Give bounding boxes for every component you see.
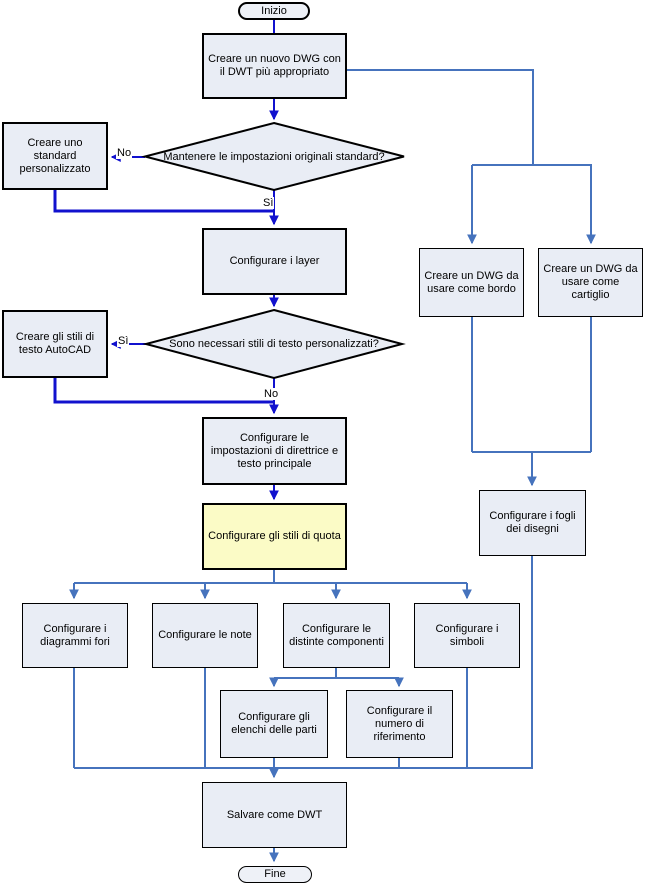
decision-custom-text-styles-shape (142, 308, 406, 380)
process-balloons: Configurare il numero di riferimento (346, 690, 453, 758)
decision-keep-standard: Mantenere le impostazioni originali stan… (163, 150, 385, 163)
edge-custom-standard-merge (53, 190, 275, 213)
edge-label-d1-yes: Sì (262, 197, 275, 209)
process-hole-charts: Configurare i diagrammi fori (22, 603, 128, 668)
edge-text-styles-merge (53, 377, 275, 404)
edge-label-d2-yes: Sì (117, 335, 130, 347)
process-layers: Configurare i layer (202, 228, 347, 295)
terminator-start: Inizio (238, 2, 310, 20)
process-text-styles: Creare gli stili di testo AutoCAD (2, 310, 108, 378)
process-save-dwt: Salvare come DWT (202, 782, 347, 848)
edge-label-d1-no: No (116, 147, 133, 159)
decision-custom-text-styles: Sono necessari stili di testo personaliz… (169, 337, 379, 350)
terminator-end: Fine (238, 866, 312, 883)
decision-keep-standard-shape (141, 121, 405, 192)
process-parts-lists: Configurare gli elenchi delle parti (220, 690, 328, 758)
process-dim-styles-highlighted: Configurare gli stili di quota (202, 503, 347, 570)
process-sheets: Configurare i fogli dei disegni (479, 490, 586, 556)
process-boms: Configurare le distinte componenti (283, 603, 390, 668)
process-border-dwg: Creare un DWG da usare come bordo (419, 248, 524, 317)
process-notes: Configurare le note (152, 603, 258, 668)
edge-label-d2-no: No (263, 388, 280, 400)
process-titleblock-dwg: Creare un DWG da usare come cartiglio (538, 248, 643, 317)
process-custom-standard: Creare uno standard personalizzato (2, 122, 108, 190)
process-new-dwg: Creare un nuovo DWG con il DWT più appro… (202, 33, 347, 99)
process-symbols: Configurare i simboli (414, 603, 520, 668)
process-leader-text: Configurare le impostazioni di direttric… (202, 417, 347, 485)
edge-top-right-branch (274, 69, 534, 165)
